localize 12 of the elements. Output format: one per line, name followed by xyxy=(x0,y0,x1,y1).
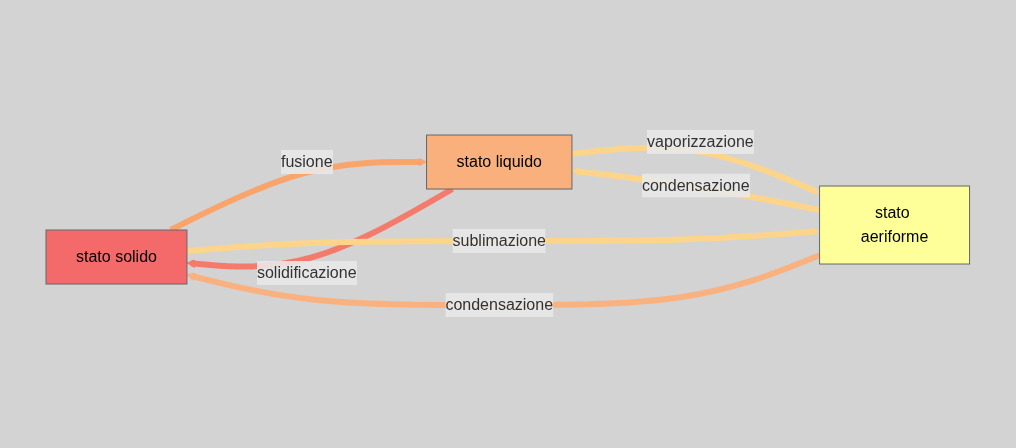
edge-label: solidificazione xyxy=(257,264,357,282)
edge-label: fusione xyxy=(281,153,333,171)
node-box: stato aeriforme xyxy=(819,186,971,265)
node-box: stato liquido xyxy=(426,135,573,190)
edge-label: sublimazione xyxy=(452,232,547,250)
arrow xyxy=(186,252,821,309)
edge-label: condensazione xyxy=(445,296,554,314)
arrow xyxy=(186,227,821,255)
node-box: stato solido xyxy=(45,230,188,285)
arrow xyxy=(571,167,821,214)
edge-label: condensazione xyxy=(642,177,750,194)
edge-label: vaporizzazione xyxy=(647,133,754,151)
